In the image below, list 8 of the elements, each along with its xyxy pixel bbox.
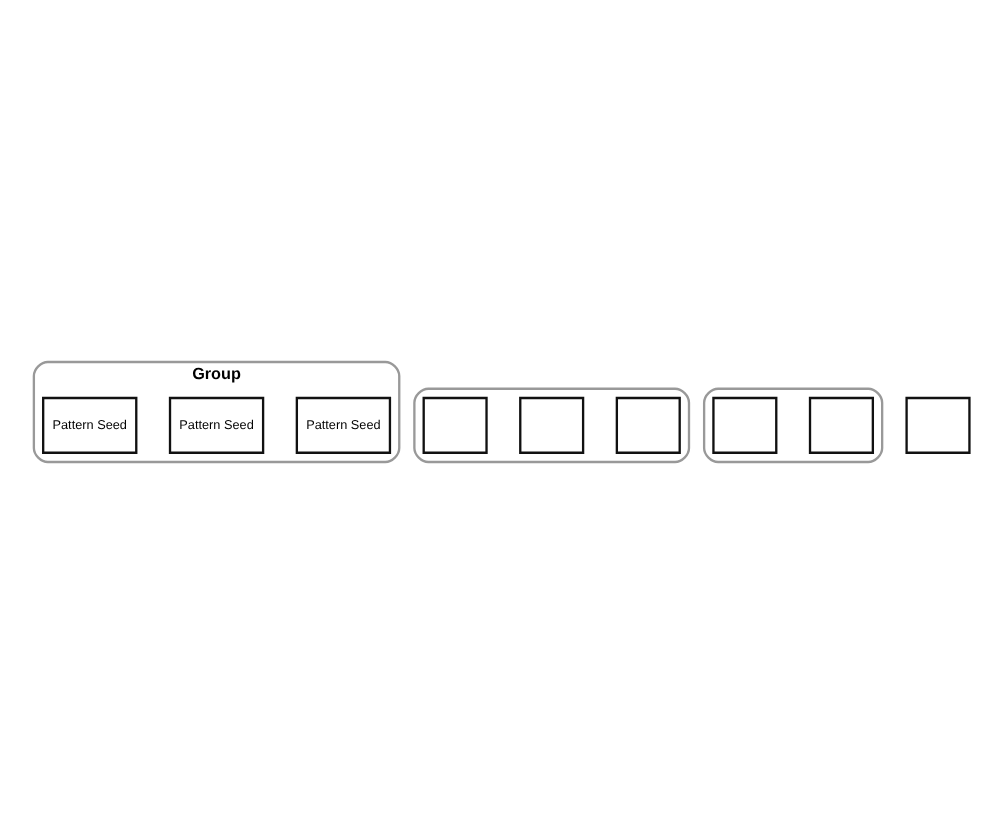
cluster [412,387,690,464]
cluster [701,387,883,464]
node-box [904,396,970,454]
node-box [421,396,487,454]
node-box [711,396,777,454]
node-box [614,396,680,454]
node-box [518,396,584,454]
node-box [807,396,873,454]
